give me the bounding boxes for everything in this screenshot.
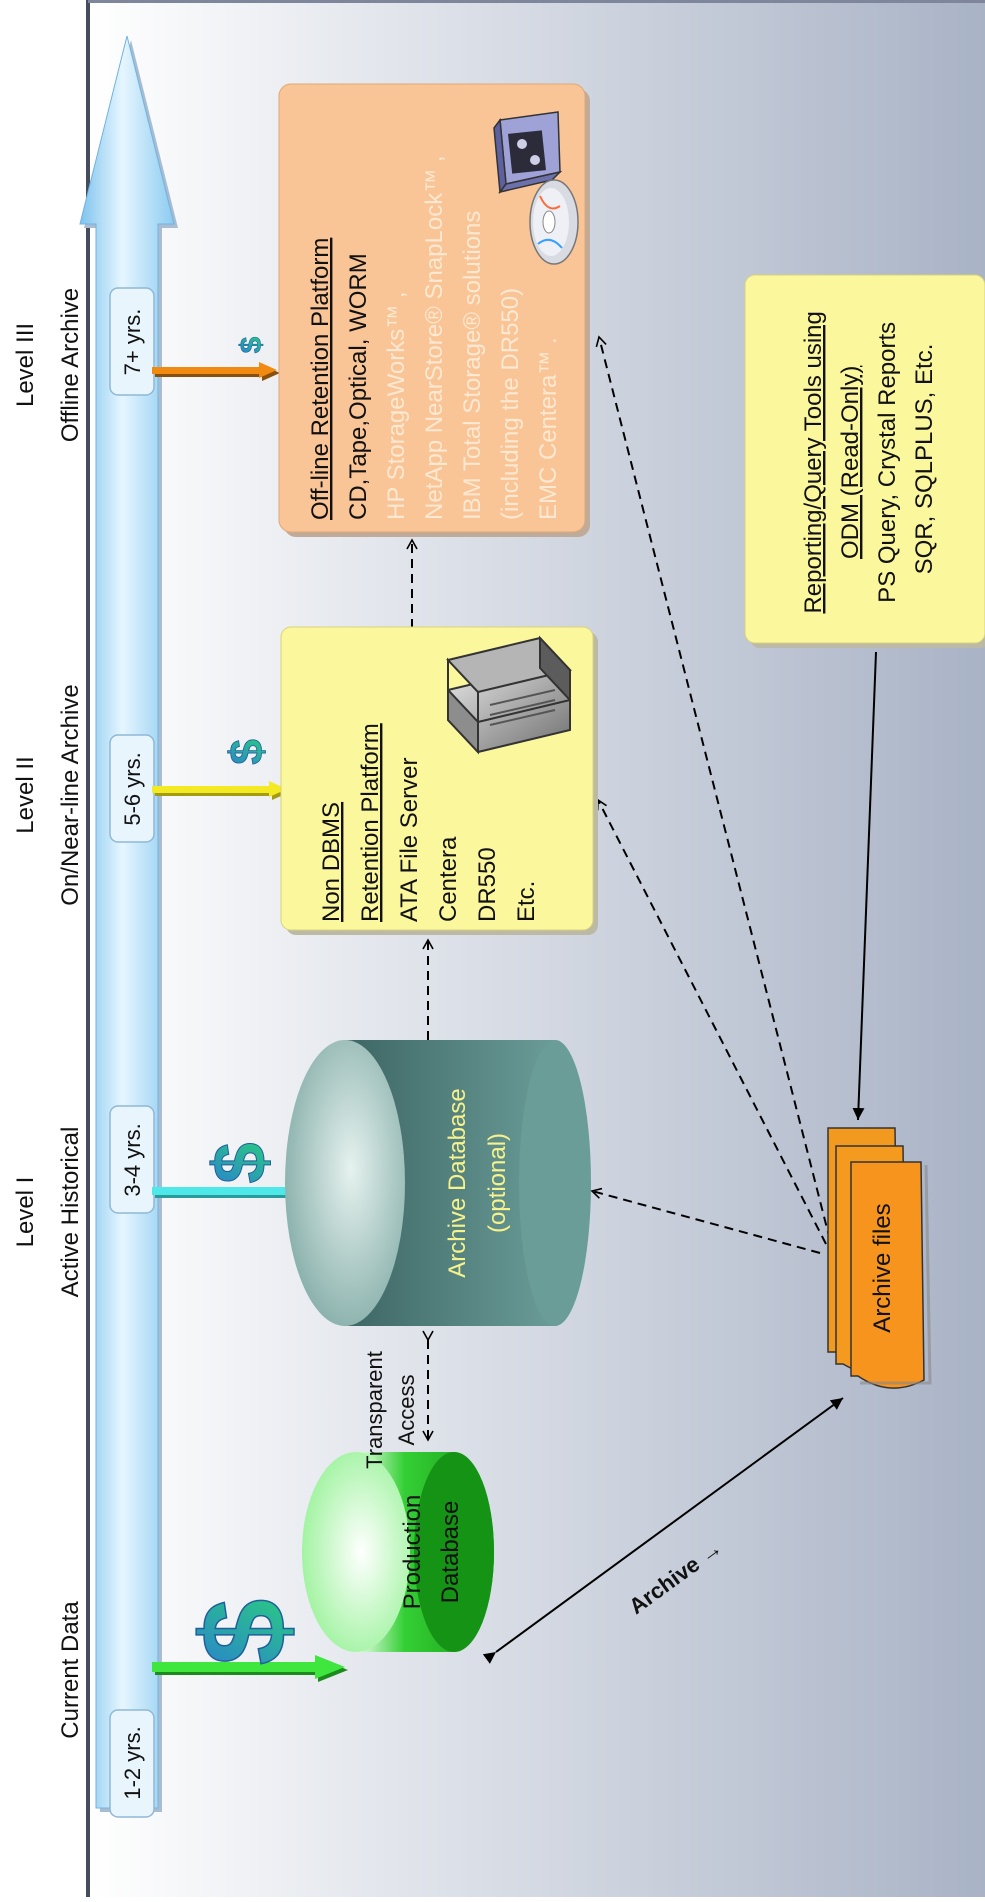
level3-vendor-1: HP StorageWorks™ , [383,291,410,520]
dollar-icon-level3: $ [235,336,268,353]
level3-vendor-5: EMC Centera™ . [535,337,562,520]
level2-item-1: ATA File Server [396,758,423,922]
svg-text:3-4 yrs.: 3-4 yrs. [120,1123,145,1196]
level3-subtitle: CD,Tape,Optical, WORM [345,253,372,520]
level-heading-current: Current Data [57,1601,84,1739]
duration-pill-level2: 5-6 yrs. [109,734,155,843]
duration-pill-level3: 7+ yrs. [109,287,155,396]
level3-retention-box: Off-line Retention Platform CD,Tape,Opti… [278,83,590,537]
server-icon [446,635,572,755]
reporting-line-1: PS Query, Crystal Reports [874,322,901,603]
reporting-line-2: SQR, SQLPLUS, Etc. [911,344,938,575]
duration-pill-current: 1-2 yrs. [109,1709,155,1818]
svg-text:HP StorageWorks™ , NetAp: HP StorageWorks™ , NetApp NearStore® Sna… [383,149,562,520]
svg-text:1-2 yrs.: 1-2 yrs. [120,1726,145,1799]
dollar-icon-level2: $ [220,739,272,765]
svg-text:Reporting/Query Tools using: Reporting/Query Tools using ODM (Read-On… [800,304,938,613]
level2-item-2: Centera [435,836,462,922]
level3-vendor-3: IBM Total Storage® solutions [459,211,486,520]
level2-retention-box: Non DBMS Retention Platform ATA File Ser… [280,626,598,935]
arrow-files-to-archive-db [590,1187,821,1254]
level2-title-line1: Non DBMS [318,802,345,922]
duration-pill-level1: 3-4 yrs. [109,1105,155,1214]
level2-item-4: Etc. [513,881,540,922]
level3-vendor-2: NetApp NearStore® SnapLock™ , [421,155,448,520]
tape-cartridge-icon [493,111,563,195]
archive-double-arrow [482,1397,844,1664]
level2-item-3: DR550 [474,847,501,922]
archive-database-label: Archive Database(optional) [444,1088,511,1277]
svg-text:Off-line Retention Platform: Off-line Retention Platform CD,Tape,Opti… [307,231,372,520]
level3-vendor-4: (including the DR550) [497,288,524,520]
cost-arrow-current [152,1655,348,1682]
svg-text:7+ yrs.: 7+ yrs. [120,309,145,376]
svg-text:Non DBMS Retention Platf: Non DBMS Retention Platform ATA File Ser… [318,717,540,922]
archive-database: Archive Database(optional) [285,1040,591,1326]
archive-files-label: Archive files [869,1203,896,1332]
timeline-arrow [79,35,178,1812]
dollar-icon-current: $ [177,1599,311,1666]
archive-files: Archive files [827,1127,932,1389]
reporting-title-line1: Reporting/Query Tools using [800,311,827,613]
cost-arrow-level3 [152,362,280,381]
level3-title: Off-line Retention Platform [307,238,334,520]
arrow-files-to-level3 [595,335,831,1241]
dollar-icon-level1: $ [198,1142,281,1183]
level2-title-line2: Retention Platform [357,723,384,922]
optical-disc-icon [529,179,579,265]
reporting-tools-box: Reporting/Query Tools using ODM (Read-On… [744,274,985,648]
svg-text:5-6 yrs.: 5-6 yrs. [120,752,145,825]
arrow-files-to-level2 [596,798,827,1245]
arrow-reporting-to-files [852,651,877,1121]
reporting-title-line2: ODM (Read-Only) [837,366,864,559]
